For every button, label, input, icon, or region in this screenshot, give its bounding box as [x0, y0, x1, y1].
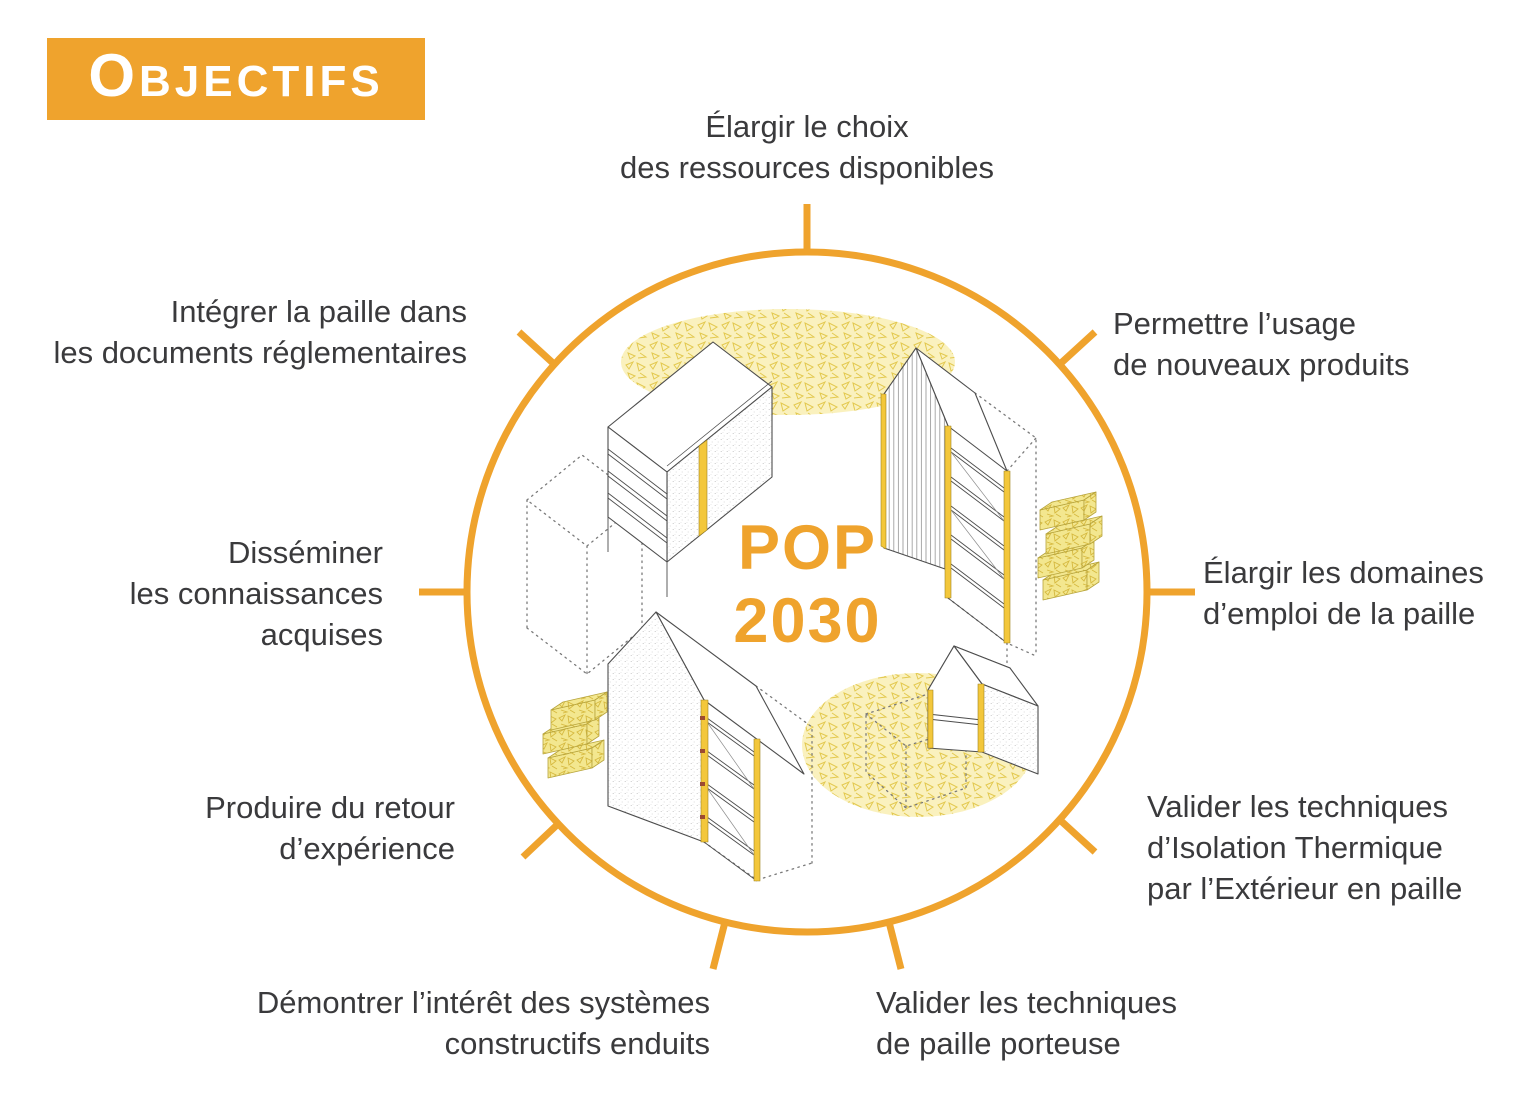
objective-top-left: Intégrer la paille dans les documents ré… — [27, 291, 467, 373]
building-tall-gable — [880, 347, 1011, 644]
gold-strip-left — [880, 393, 887, 550]
building-large-gable — [607, 611, 805, 882]
floor-slabs — [703, 717, 758, 882]
ghost-outline-shelf-building — [525, 454, 644, 675]
objective-line: Produire du retour — [205, 790, 455, 825]
gold-strip-left — [927, 689, 934, 749]
straw-bale — [1042, 561, 1100, 601]
objective-line: Élargir les domaines — [1203, 555, 1484, 590]
ghost-outline-small-house — [865, 693, 967, 809]
gold-column-back — [1003, 470, 1011, 644]
objective-line: par l’Extérieur en paille — [1147, 871, 1463, 906]
straw-bales-left — [542, 691, 608, 779]
straw-bale — [550, 691, 608, 731]
building-small-house — [927, 645, 1039, 775]
objective-line: Intégrer la paille dans — [170, 294, 467, 329]
objective-line: les documents réglementaires — [53, 335, 467, 370]
straw-bale — [1045, 515, 1103, 555]
straw-bales-right — [1037, 491, 1103, 601]
objective-line: de nouveaux produits — [1113, 347, 1410, 382]
objective-line: d’Isolation Thermique — [1147, 830, 1443, 865]
page-title: Objectifs — [88, 42, 384, 109]
objective-line: d’emploi de la paille — [1203, 596, 1476, 631]
tick-bottom-left — [520, 821, 561, 860]
floor-slabs — [947, 447, 1008, 644]
objective-line: Permettre l’usage — [1113, 306, 1356, 341]
center-label: POP 2030 — [650, 512, 965, 658]
objective-top-right: Permettre l’usage de nouveaux produits — [1113, 303, 1533, 385]
ring-ticks — [419, 204, 1195, 970]
objective-bottom-left: Produire du retour d’expérience — [155, 787, 455, 869]
tick-bottom-right — [1057, 817, 1098, 855]
objective-line: Démontrer l’intérêt des systèmes — [256, 985, 710, 1020]
tick-top-left — [516, 329, 557, 367]
objective-right: Élargir les domaines d’emploi de la pail… — [1203, 552, 1538, 634]
objective-line: les connaissances — [129, 576, 383, 611]
objective-line: Valider les techniques — [1147, 789, 1448, 824]
objective-left: Disséminer les connaissances acquises — [103, 532, 383, 655]
center-label-line: POP — [737, 513, 878, 583]
objective-line: des ressources disponibles — [620, 150, 994, 185]
objective-line: de paille porteuse — [876, 1026, 1121, 1061]
objective-line: Élargir le choix — [705, 109, 909, 144]
shelf-slabs — [607, 448, 668, 597]
objective-bottom-center-right: Valider les techniques de paille porteus… — [876, 982, 1296, 1064]
tick-bottom-center-left — [709, 921, 729, 970]
objective-top: Élargir le choix des ressources disponib… — [457, 106, 1157, 188]
objective-line: acquises — [260, 617, 383, 652]
gold-column-right — [977, 683, 985, 753]
center-label-line: 2030 — [733, 586, 882, 656]
tick-bottom-center-right — [885, 921, 905, 970]
gold-strip — [698, 439, 708, 537]
slab-connectors — [700, 716, 705, 819]
gold-column-front — [944, 425, 952, 599]
building-shelf — [607, 341, 773, 597]
objective-line: constructifs enduits — [444, 1026, 710, 1061]
floor-slab — [927, 713, 983, 726]
header-badge: Objectifs — [47, 38, 425, 120]
objective-bottom-right: Valider les techniques d’Isolation Therm… — [1147, 786, 1538, 909]
roof-inner-edge — [666, 380, 773, 467]
straw-bale — [1039, 491, 1097, 531]
gold-column-back — [753, 738, 761, 882]
gold-column-front — [700, 699, 709, 843]
tick-top-right — [1057, 329, 1098, 367]
objective-line: d’expérience — [279, 831, 455, 866]
objective-bottom-center-left: Démontrer l’intérêt des systèmes constru… — [210, 982, 710, 1064]
objective-line: Disséminer — [227, 535, 383, 570]
straw-bale — [547, 739, 605, 779]
objective-line: Valider les techniques — [876, 985, 1177, 1020]
